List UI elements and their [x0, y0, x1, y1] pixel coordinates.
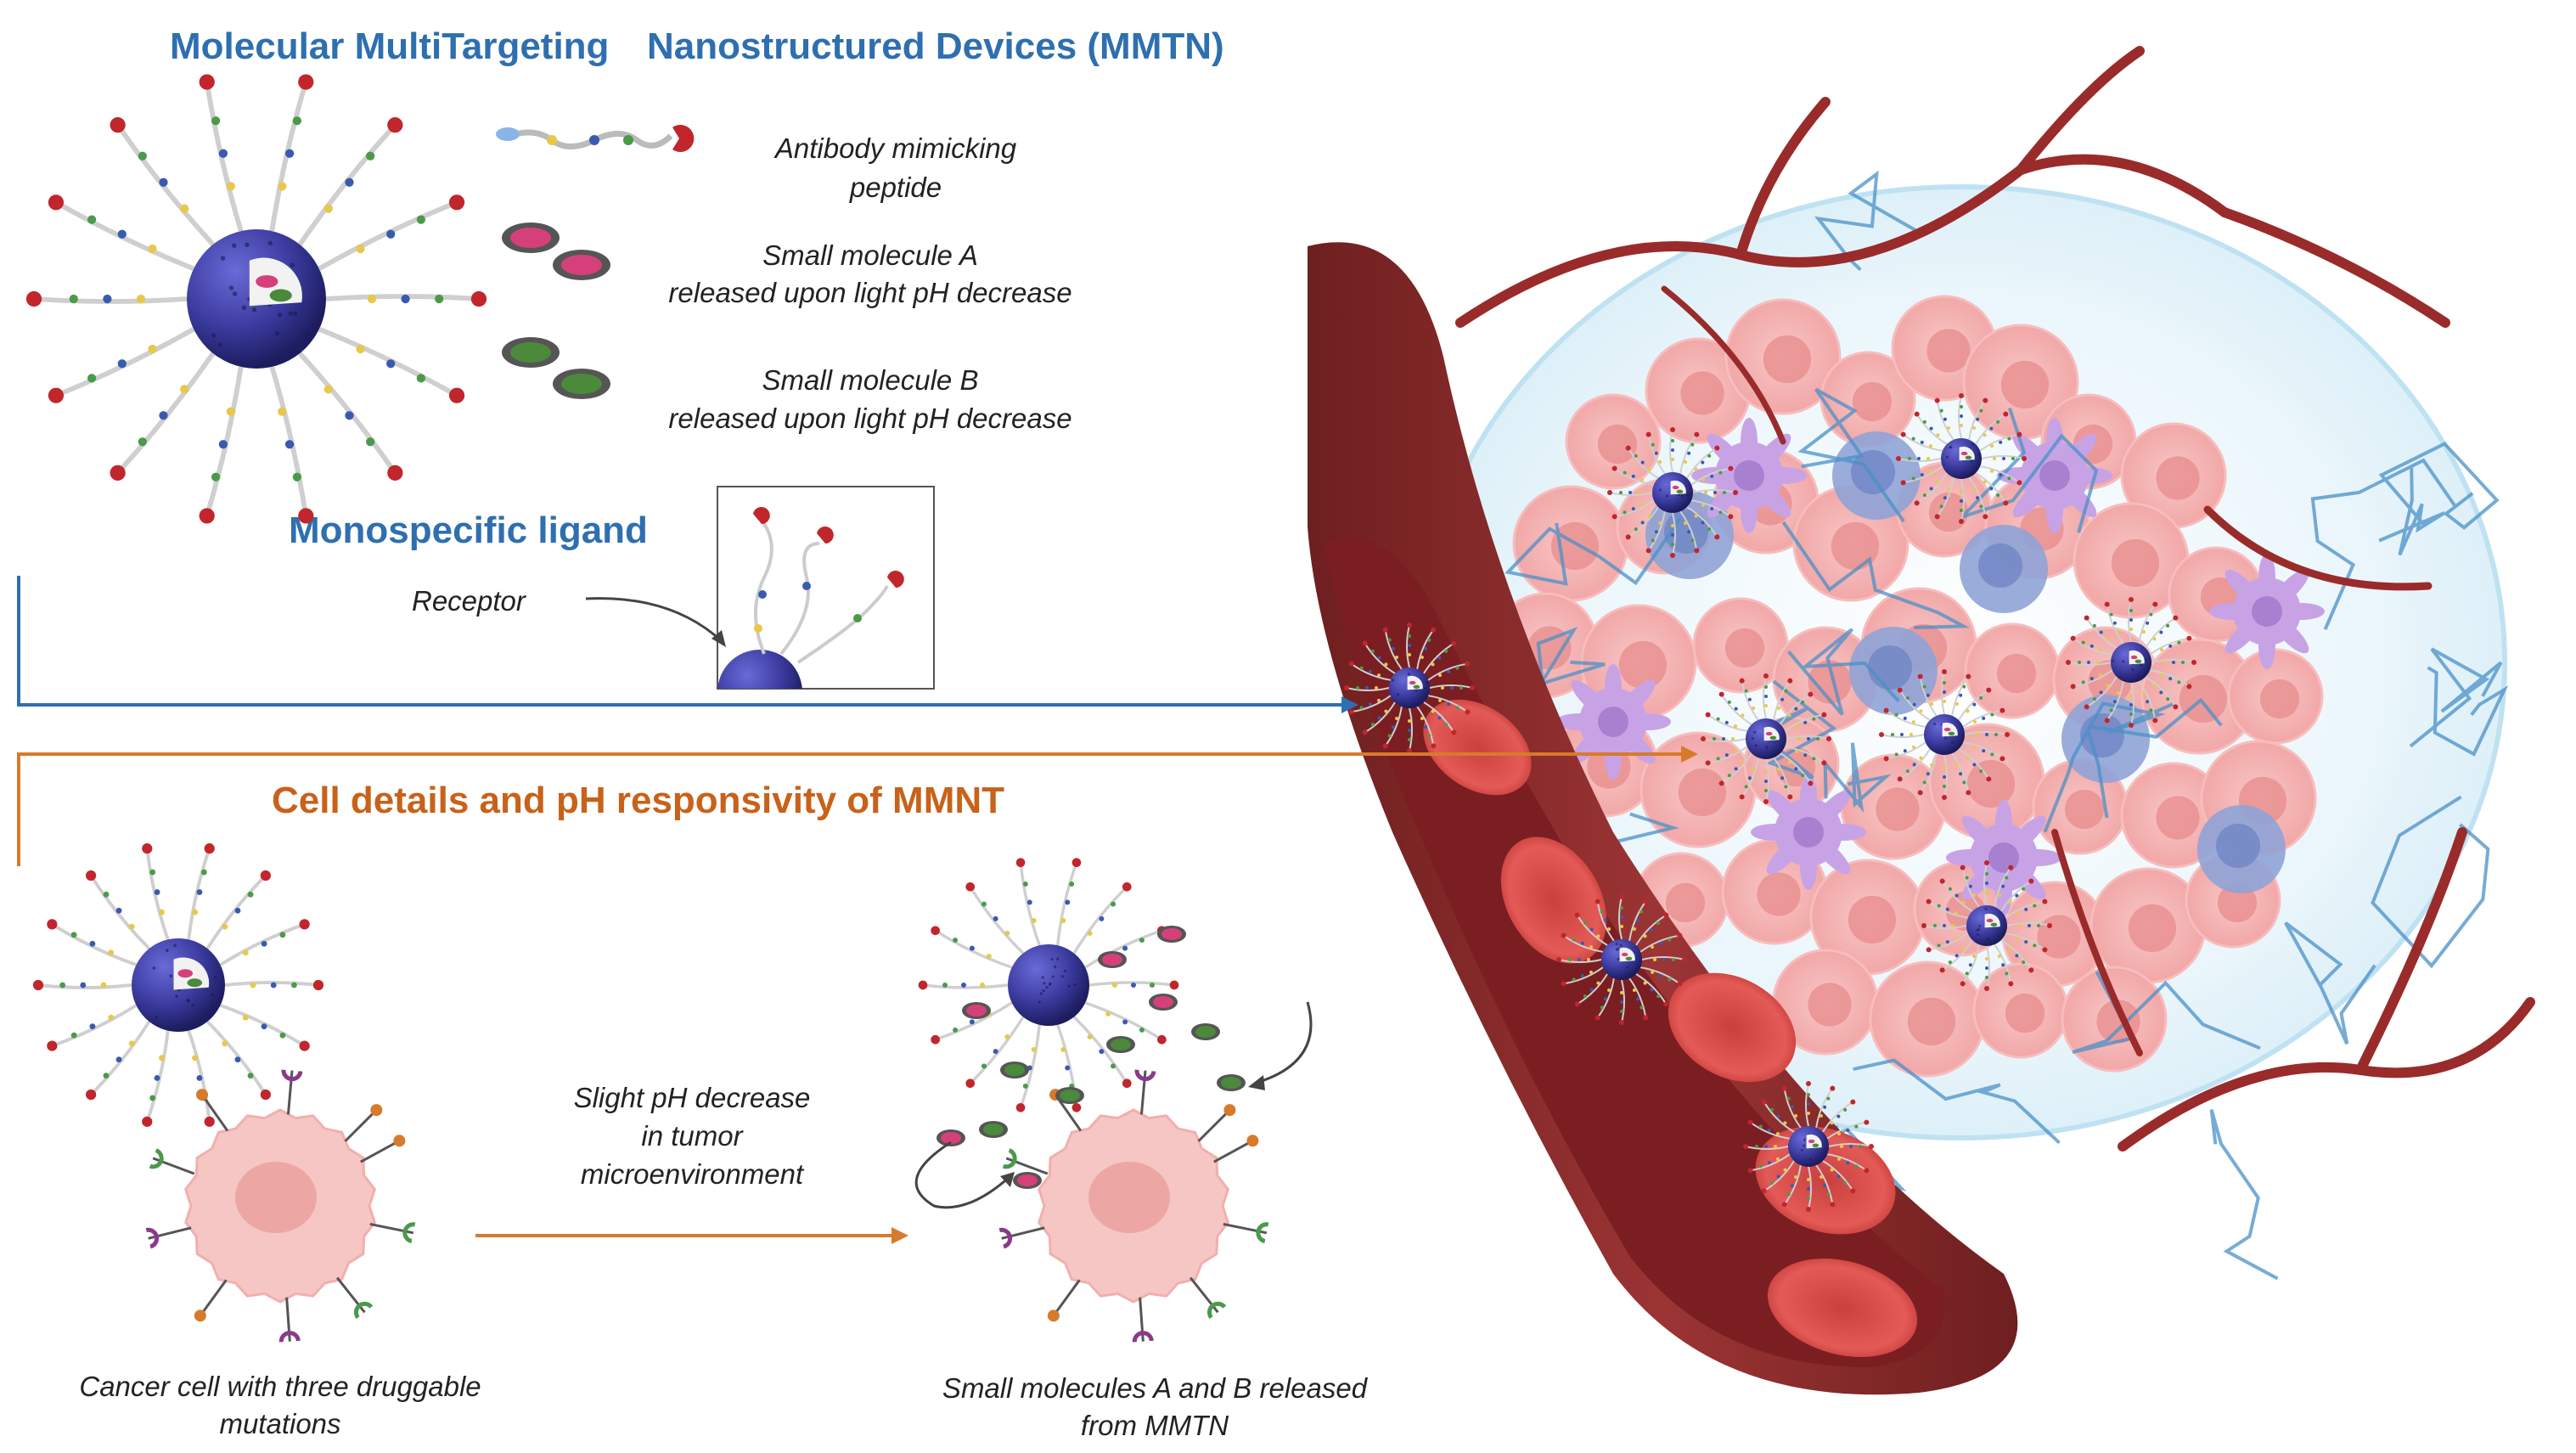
receptor-stalk — [346, 1110, 377, 1141]
released-molecule-core — [941, 1132, 961, 1144]
released-molecule-core — [1004, 1064, 1025, 1076]
tumor-cell-nucleus — [2005, 994, 2044, 1033]
legend-molecule-A-icon — [502, 222, 610, 280]
receptor-tip — [196, 1089, 208, 1101]
release-curve-arrowhead — [1248, 1075, 1265, 1090]
released-molecule-core — [1153, 996, 1173, 1008]
receptor-stalk — [200, 1280, 227, 1315]
blue-connector — [19, 576, 1346, 705]
dendritic-cell — [1946, 800, 2061, 915]
released-molecule-core — [983, 1124, 1004, 1135]
receptor-stalk — [1214, 1140, 1253, 1162]
released-molecule-core — [1221, 1077, 1241, 1089]
tumor-cell-nucleus — [1853, 382, 1892, 421]
tumor-cell-nucleus — [1908, 998, 1955, 1045]
tumor-cell-nucleus — [1680, 371, 1724, 414]
tumor-cell-nucleus — [2001, 361, 2049, 408]
immune-cell-nucleus — [1868, 645, 1912, 690]
legend-peptide-icon — [496, 125, 694, 152]
tumor-cell-nucleus — [1757, 872, 1800, 915]
tumor-cell-nucleus — [2156, 456, 2199, 499]
tumor-cell-nucleus — [1848, 896, 1896, 943]
uptake-curve-arrowhead — [1000, 1172, 1015, 1187]
immune-cell-nucleus — [1978, 543, 2022, 588]
tumor-cell-nucleus — [2065, 790, 2104, 829]
tumor-cell-nucleus — [1926, 329, 1970, 372]
tumor-cell-nucleus — [1619, 641, 1667, 689]
cancer-cell-nucleus — [1088, 1162, 1170, 1233]
tumor-cell-nucleus — [1967, 760, 2015, 808]
tumor-cell-nucleus — [2112, 539, 2159, 587]
receptor-tip — [1223, 1104, 1235, 1116]
tumor-cell-nucleus — [1679, 769, 1726, 816]
cancer-cell — [999, 1070, 1268, 1343]
receptor-tip — [194, 1309, 206, 1321]
receptor-stalk — [1054, 1280, 1080, 1315]
released-molecule-core — [1102, 954, 1122, 966]
released-molecule-core — [1161, 928, 1182, 940]
receptor-stalk — [361, 1140, 400, 1162]
receptor-tip — [370, 1104, 382, 1116]
process-arrowhead — [891, 1227, 908, 1244]
cancer-cell — [146, 1070, 415, 1343]
release-curve-arrow — [1257, 1002, 1311, 1083]
immune-cell-nucleus — [2216, 824, 2260, 868]
tumor-cell-nucleus — [2156, 796, 2199, 839]
released-molecule-core — [966, 1005, 987, 1017]
cancer-cell-group — [146, 1070, 1268, 1343]
cancer-cell-nucleus — [235, 1162, 317, 1233]
tumor-cell-nucleus — [1598, 425, 1637, 464]
receptor-tip — [1246, 1135, 1258, 1146]
receptor-stalk — [1199, 1110, 1230, 1141]
nanoparticle — [33, 843, 323, 1127]
legend-molecule-B-icon — [502, 337, 610, 399]
uptake-curve-arrow — [916, 1142, 1010, 1208]
tumor-cell-nucleus — [1666, 883, 1705, 922]
tumor-cell-nucleus — [1725, 628, 1764, 667]
nanoparticle — [26, 74, 487, 523]
collagen-fiber — [2212, 1110, 2278, 1279]
released-molecule-core — [1060, 1090, 1080, 1101]
receptor-tip — [1048, 1309, 1060, 1321]
released-molecule-core — [1195, 1026, 1216, 1038]
tumor-cell-nucleus — [1876, 787, 1919, 831]
released-molecule-core — [1111, 1039, 1131, 1050]
tumor-cell-nucleus — [1997, 654, 2036, 693]
tumor-cell-nucleus — [2179, 675, 2227, 723]
tumor-cell-nucleus — [1808, 983, 1851, 1026]
receptor-pointer-arrow — [586, 599, 722, 641]
receptor-inset — [717, 487, 934, 735]
tumor-cell-nucleus — [1763, 335, 1811, 383]
released-molecule-core — [1017, 1174, 1038, 1186]
tumor-cell-nucleus — [2129, 904, 2176, 952]
receptor-tip — [393, 1135, 405, 1146]
tumor-cell-nucleus — [2260, 679, 2299, 718]
